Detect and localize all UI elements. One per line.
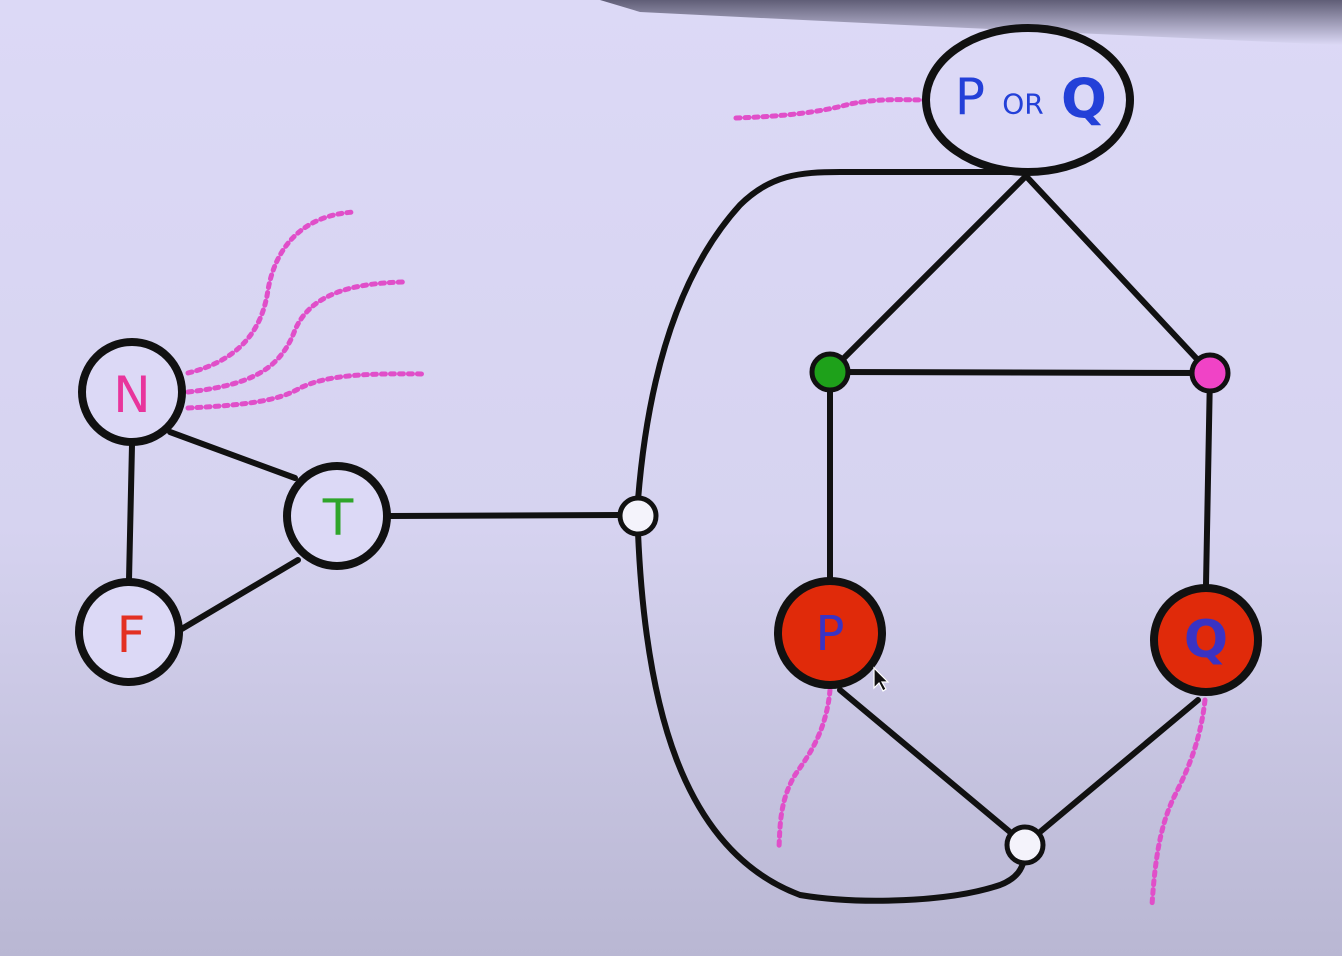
node-t-label: T [322, 489, 354, 547]
dotted-edges [185, 97, 1208, 908]
edge-n-f [126, 442, 135, 583]
edge-hub-bottom-curve [635, 529, 1027, 904]
node-f-label: F [117, 606, 146, 664]
edge-hub-top-curve [635, 169, 1023, 503]
edge-porq-green [827, 173, 1029, 375]
node-f: F [75, 578, 183, 686]
top-shadow [600, 0, 1342, 45]
edge-f-t [177, 557, 301, 633]
edge-p-bottom [837, 687, 1013, 835]
node-p: P [774, 577, 886, 689]
dotted-edge-q [1149, 697, 1208, 908]
dotted-edge-porq [733, 97, 929, 121]
edge-pink-q [1203, 370, 1213, 588]
edge-t-hub [387, 512, 623, 519]
node-p-or-q-label-mid: OR [1002, 88, 1044, 121]
edge-porq-pink [1023, 173, 1213, 376]
node-p-label: P [816, 606, 845, 662]
node-n-label: N [113, 366, 150, 424]
solid-edges [126, 169, 1213, 904]
node-q: Q [1150, 584, 1262, 696]
node-p-or-q-label-right: Q [1061, 68, 1107, 131]
pink-dot-node [1189, 352, 1231, 394]
mouse-cursor-icon [873, 666, 890, 692]
hub-node-bottom [1004, 824, 1046, 866]
dotted-edge-n-2 [185, 279, 408, 395]
node-p-or-q-label-left: P [955, 68, 985, 126]
dotted-edge-n-1 [185, 209, 358, 376]
edge-n-t [167, 429, 298, 481]
node-t: T [283, 462, 391, 570]
edge-green-pink [827, 369, 1213, 376]
node-p-or-q: P OR Q [922, 24, 1134, 176]
green-dot-node [809, 351, 851, 393]
dotted-edge-n-3 [185, 371, 425, 411]
edge-q-bottom [1037, 697, 1201, 835]
node-n: N [78, 338, 186, 446]
dotted-edge-p [776, 687, 833, 851]
hub-node-left [617, 495, 659, 537]
node-q-label: Q [1184, 610, 1228, 670]
